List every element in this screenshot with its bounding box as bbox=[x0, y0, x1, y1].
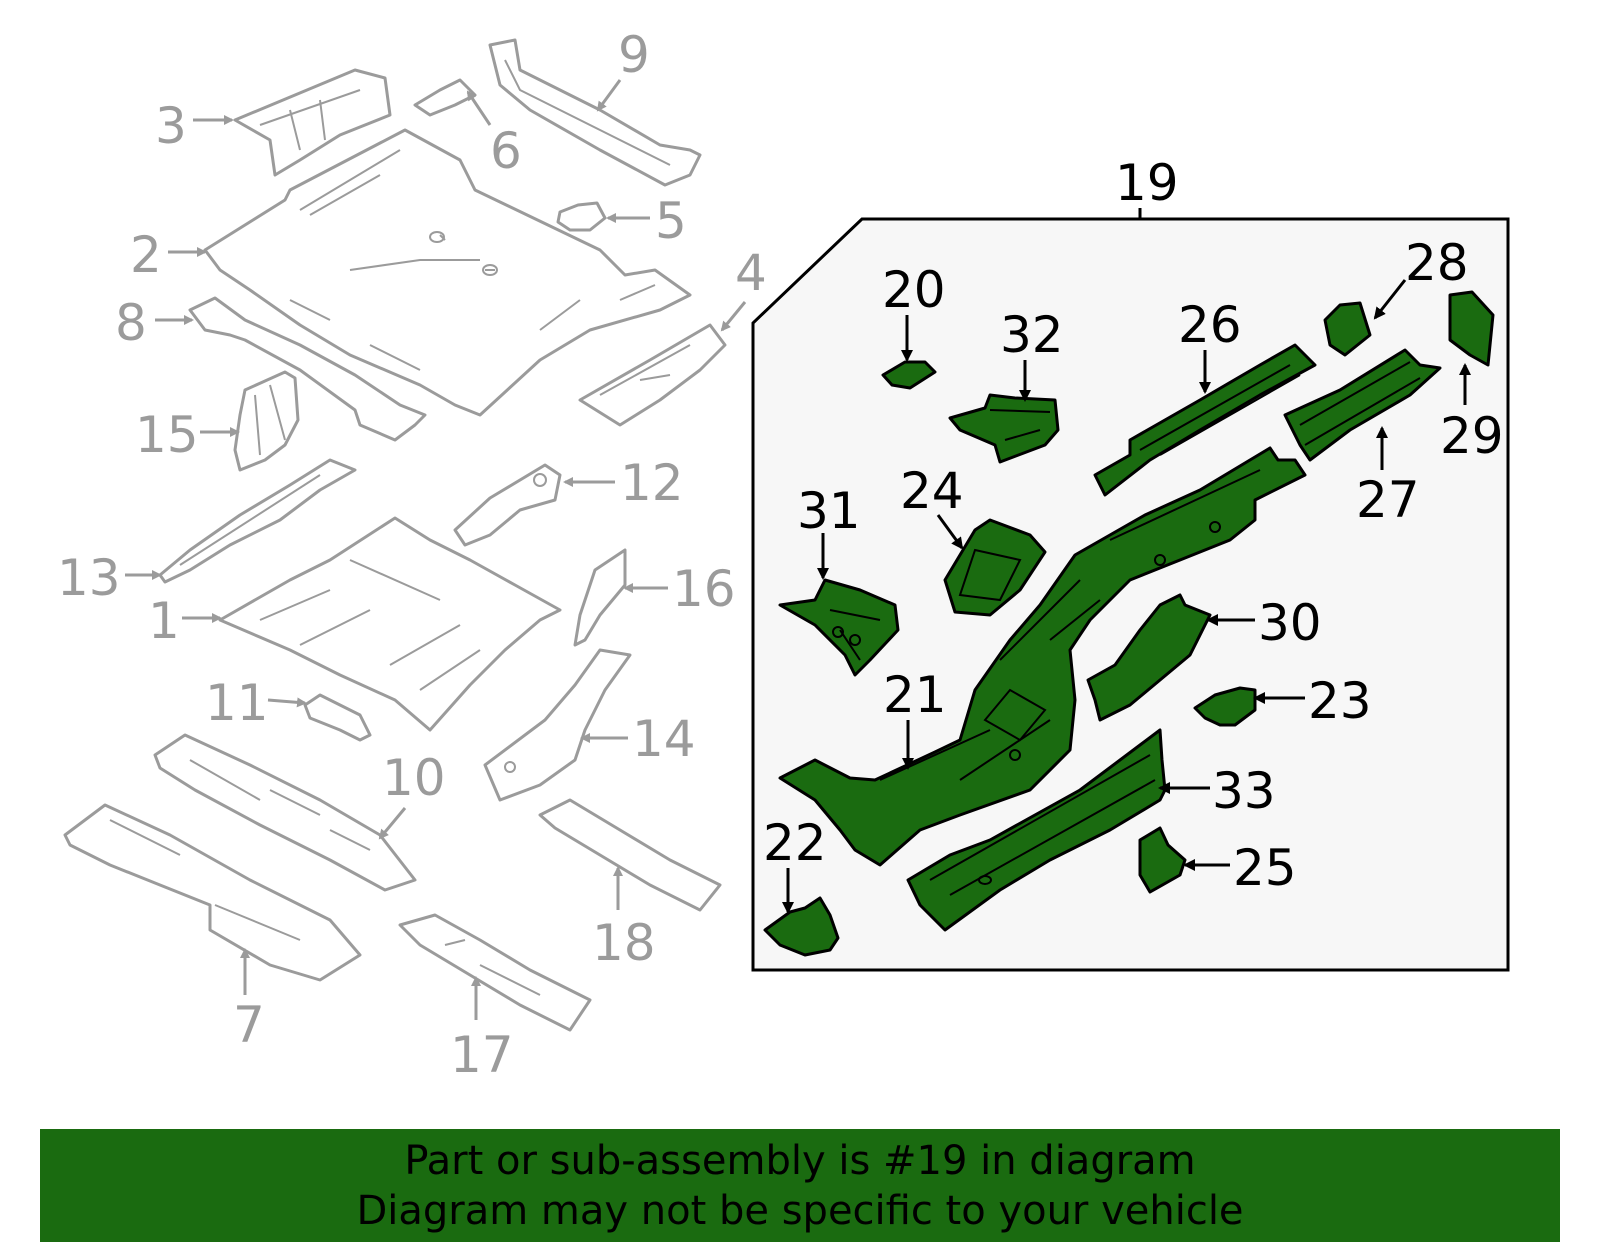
part-13 bbox=[158, 458, 357, 584]
banner-line-2: Diagram may not be specific to your vehi… bbox=[356, 1187, 1244, 1234]
callout-25: 25 bbox=[1233, 839, 1297, 897]
grey-callouts: 3 6 9 2 5 8 4 15 12 13 16 1 11 14 10 18 … bbox=[57, 26, 767, 1084]
part-21 bbox=[778, 446, 1307, 867]
grey-arrows bbox=[125, 79, 747, 1020]
callout-14: 14 bbox=[632, 710, 696, 768]
callout-28: 28 bbox=[1405, 234, 1469, 292]
callout-4: 4 bbox=[735, 244, 767, 302]
part-24 bbox=[943, 518, 1047, 617]
part-22 bbox=[763, 896, 840, 957]
part-29 bbox=[1448, 290, 1495, 367]
part-14 bbox=[483, 648, 632, 802]
callout-12: 12 bbox=[620, 454, 684, 512]
part-5 bbox=[556, 201, 607, 232]
part-3 bbox=[233, 68, 392, 177]
part-25 bbox=[1138, 826, 1187, 894]
callout-16: 16 bbox=[672, 560, 736, 618]
callout-2: 2 bbox=[130, 226, 162, 284]
callout-3: 3 bbox=[155, 97, 187, 155]
callout-33: 33 bbox=[1212, 762, 1276, 820]
part-27 bbox=[1283, 348, 1442, 462]
part-28 bbox=[1323, 301, 1372, 357]
callout-11: 11 bbox=[205, 674, 269, 732]
callout-21: 21 bbox=[883, 666, 947, 724]
callout-19: 19 bbox=[1115, 154, 1179, 212]
callout-27: 27 bbox=[1356, 471, 1420, 529]
callout-17: 17 bbox=[450, 1026, 514, 1084]
callout-6: 6 bbox=[490, 122, 522, 180]
grey-parts bbox=[63, 38, 727, 1032]
callout-24: 24 bbox=[900, 462, 964, 520]
part-18 bbox=[538, 798, 722, 912]
callout-20: 20 bbox=[882, 261, 946, 319]
part-4 bbox=[578, 323, 727, 427]
part-9 bbox=[488, 38, 702, 187]
banner-line-1: Part or sub-assembly is #19 in diagram bbox=[404, 1137, 1196, 1184]
callout-15: 15 bbox=[135, 406, 199, 464]
callout-26: 26 bbox=[1178, 296, 1242, 354]
callout-9: 9 bbox=[618, 26, 650, 84]
part-6 bbox=[413, 78, 477, 117]
callout-8: 8 bbox=[115, 294, 147, 352]
part-8 bbox=[188, 296, 427, 442]
callout-10: 10 bbox=[382, 749, 446, 807]
part-11 bbox=[303, 693, 372, 742]
part-12 bbox=[453, 463, 562, 547]
part-2 bbox=[203, 128, 692, 417]
assembly-19-panel: 19 bbox=[751, 154, 1510, 972]
info-banner: Part or sub-assembly is #19 in diagram D… bbox=[40, 1129, 1560, 1242]
callout-31: 31 bbox=[797, 482, 861, 540]
callout-7: 7 bbox=[233, 996, 265, 1054]
part-7 bbox=[63, 803, 362, 982]
callout-30: 30 bbox=[1258, 594, 1322, 652]
callout-1: 1 bbox=[148, 592, 180, 650]
callout-22: 22 bbox=[763, 814, 827, 872]
callout-5: 5 bbox=[655, 192, 687, 250]
part-1 bbox=[218, 516, 562, 732]
black-arrows bbox=[782, 279, 1471, 914]
callout-23: 23 bbox=[1308, 672, 1372, 730]
callout-29: 29 bbox=[1440, 407, 1504, 465]
part-23 bbox=[1193, 686, 1257, 727]
callout-32: 32 bbox=[1000, 306, 1064, 364]
black-callouts: 20 32 26 28 29 27 24 31 30 23 21 33 25 2… bbox=[763, 234, 1504, 897]
part-16 bbox=[573, 548, 627, 647]
part-15 bbox=[233, 370, 300, 472]
part-20 bbox=[881, 360, 937, 390]
callout-13: 13 bbox=[57, 549, 121, 607]
callout-18: 18 bbox=[592, 914, 656, 972]
part-10 bbox=[153, 733, 417, 892]
